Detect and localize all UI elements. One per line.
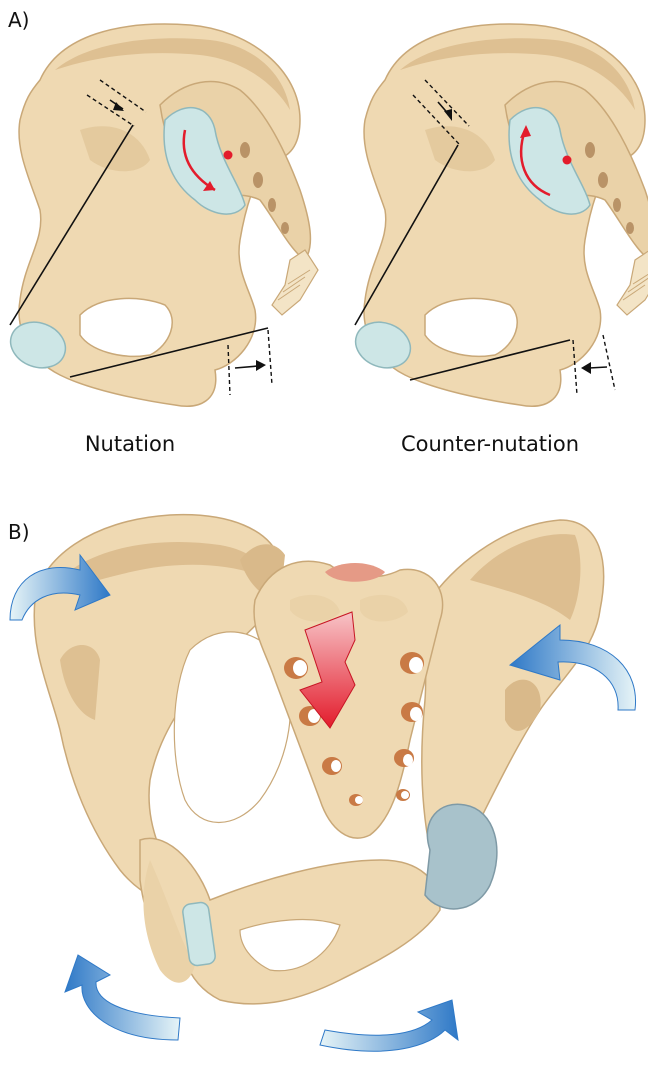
pubic-symphysis-b <box>182 901 216 967</box>
counter-nutation-rotation-arrow <box>520 129 551 197</box>
obturator-foramen-b <box>239 918 341 972</box>
pelvis-3d-figure <box>9 513 637 1052</box>
sacral-promontory <box>325 563 385 582</box>
upper-distance-arrow <box>113 102 124 111</box>
lower-left-rotation-arrow <box>64 954 181 1041</box>
right-ilium-rotation-arrow <box>508 623 637 711</box>
left-ilium <box>33 513 283 907</box>
ap-diameter-line <box>9 124 134 326</box>
panel-b-label: B) <box>8 520 30 544</box>
sacral-foramina <box>284 652 424 806</box>
counter-nutation-figure <box>348 23 648 407</box>
rotation-axis-dot-2 <box>562 155 572 165</box>
sacrum-nutation-arrow <box>299 611 356 729</box>
rotation-axis-dot <box>223 150 233 160</box>
nutation-caption: Nutation <box>84 432 176 456</box>
lower-distance-arrow <box>256 360 266 371</box>
panel-a-label: A) <box>8 8 30 32</box>
acetabulum <box>424 803 498 910</box>
sacrum-b <box>253 560 444 839</box>
counter-nutation-caption: Counter-nutation <box>400 432 580 456</box>
lower-right-rotation-arrow <box>319 999 459 1052</box>
pelvic-outlet-line <box>69 327 269 378</box>
nutation-figure <box>3 23 319 407</box>
left-ilium-rotation-arrow <box>9 553 111 621</box>
